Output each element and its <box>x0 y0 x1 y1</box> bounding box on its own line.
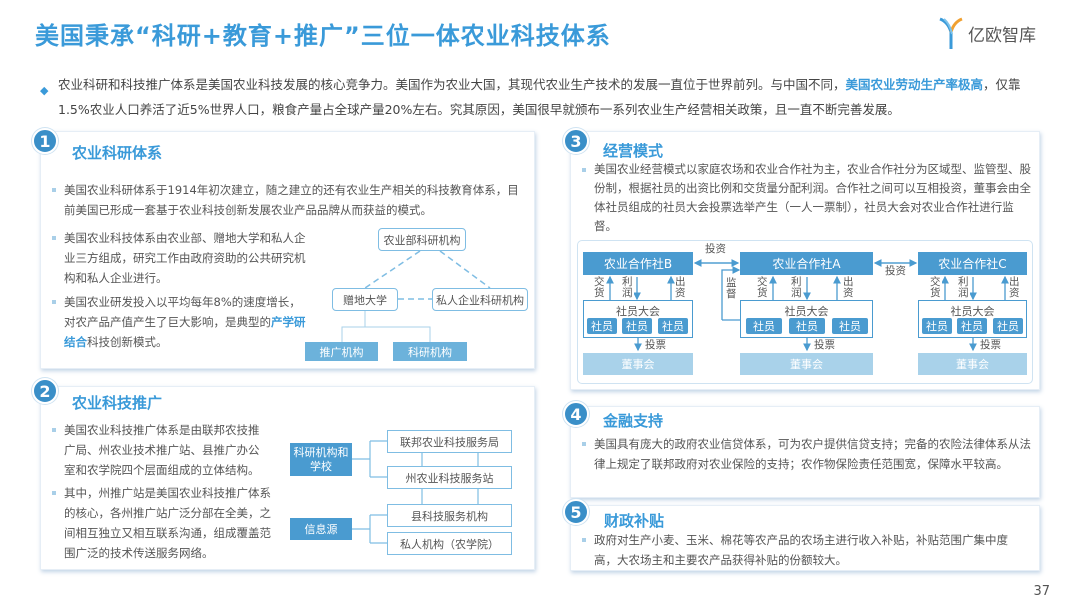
member: 社员 <box>587 318 617 334</box>
bullet: 美国农业经营模式以家庭农场和农业合作社为主，农业合作社分为区域型、监管型、股份制… <box>580 160 1035 236</box>
section-title: 农业科技推广 <box>72 394 163 412</box>
label-vote: 投票 <box>645 339 666 351</box>
bullet-text: 美国农业研发投入以平均每年8%的速度增长，对农产品产值产生了巨大影响，是典型的 <box>64 295 301 329</box>
node-info-source: 信息源 <box>290 518 352 540</box>
bullet: 其中，州推广站是美国农业科技推广体系的核心，各州推广站广泛分部在全美，之间相互独… <box>50 483 278 563</box>
label-deliver: 交货 <box>757 276 769 299</box>
section-title: 农业科研体系 <box>72 144 163 162</box>
assembly-label: 社员大会 <box>616 305 660 318</box>
node-extension: 推广机构 <box>305 342 378 361</box>
intro-text: 农业科研和科技推广体系是美国农业科技发展的核心竞争力。美国作为农业大国，其现代农… <box>58 77 846 92</box>
section-title: 经营模式 <box>603 142 664 160</box>
board-a: 董事会 <box>740 353 873 375</box>
label-profit: 利润 <box>958 276 970 299</box>
member: 社员 <box>789 318 825 334</box>
bullet: 美国农业科研体系于1914年初次建立，随之建立的还有农业生产相关的科技教育体系，… <box>50 180 530 220</box>
logo-icon <box>939 17 963 49</box>
section-title: 财政补贴 <box>604 512 665 530</box>
label-capital: 出资 <box>843 276 855 299</box>
node-land-grant-university: 赠地大学 <box>332 288 398 311</box>
section-number-badge: 3 <box>563 128 589 154</box>
member: 社员 <box>622 318 652 334</box>
member: 社员 <box>993 318 1023 334</box>
node-federal: 联邦农业科技服务局 <box>387 430 512 453</box>
section-title: 金融支持 <box>603 412 664 430</box>
intro-highlight: 美国农业劳动生产率极高 <box>845 77 984 92</box>
intro-paragraph: ◆ 农业科研和科技推广体系是美国农业科技发展的核心竞争力。美国作为农业大国，其现… <box>40 72 1050 122</box>
section-finance-panel <box>570 406 1040 498</box>
node-county: 县科技服务机构 <box>387 504 512 527</box>
label-profit: 利润 <box>622 276 634 299</box>
label-invest: 投资 <box>705 243 726 255</box>
node-state: 州农业科技服务站 <box>387 466 512 489</box>
assembly-label: 社员大会 <box>950 305 995 318</box>
board-b: 董事会 <box>583 353 693 375</box>
bullet: 美国农业科技推广体系是由联邦农技推广局、州农业技术推广站、县推广办公室和农学院四… <box>50 420 265 480</box>
logo-text: 亿欧智库 <box>968 25 1036 46</box>
page-title: 美国秉承“科研+教育+推广”三位一体农业科技体系 <box>35 22 611 50</box>
coop-a: 农业合作社A <box>740 252 873 275</box>
logo: 亿欧智库 <box>938 16 1036 50</box>
bullet: 政府对生产小麦、玉米、棉花等农产品的农场主进行收入补贴，补贴范围广集中度高，大农… <box>580 530 1025 570</box>
member: 社员 <box>746 318 782 334</box>
coop-c: 农业合作社C <box>918 252 1027 275</box>
coop-diagram <box>577 240 1033 384</box>
label-capital: 出资 <box>1009 276 1021 299</box>
assembly-label: 社员大会 <box>784 305 829 318</box>
node-private-research: 私人企业科研机构 <box>432 288 528 311</box>
label-deliver: 交货 <box>594 276 606 299</box>
section-number-badge: 5 <box>563 499 589 525</box>
section-number-badge: 2 <box>32 378 58 404</box>
bullet: 美国具有庞大的政府农业信贷体系，可为农户提供信贷支持；完备的农险法律体系从法律上… <box>580 434 1035 474</box>
member: 社员 <box>658 318 688 334</box>
bullet-highlight: 产学研结合 <box>64 315 306 349</box>
label-invest: 投资 <box>885 265 906 277</box>
node-research-schools: 科研机构和学校 <box>290 443 352 476</box>
diamond-bullet-icon: ◆ <box>40 84 49 97</box>
page-number: 37 <box>1033 584 1050 599</box>
label-capital: 出资 <box>675 276 687 299</box>
member: 社员 <box>922 318 952 334</box>
section-number-badge: 4 <box>563 401 589 427</box>
node-private: 私人机构（农学院） <box>387 532 512 555</box>
section-subsidy-panel <box>570 505 1040 571</box>
node-research-institute: 科研机构 <box>393 342 467 361</box>
label-supervise: 监督 <box>726 277 738 300</box>
bullet: 美国农业研发投入以平均每年8%的速度增长，对农产品产值产生了巨大影响，是典型的产… <box>50 292 312 352</box>
coop-b: 农业合作社B <box>583 252 693 275</box>
label-vote: 投票 <box>980 339 1001 351</box>
intro-text-2: ，仅靠1.5%农业人口养活了近5%世界人口，粮食产量占全球产量20%左右。究其原… <box>58 77 1021 117</box>
bullet: 美国农业科技体系由农业部、赠地大学和私人企业三方组成，研究工作由政府资助的公共研… <box>50 228 312 288</box>
label-vote: 投票 <box>814 339 835 351</box>
bullet-text: 科技创新模式。 <box>87 335 168 349</box>
node-usda-research: 农业部科研机构 <box>378 228 466 251</box>
member: 社员 <box>957 318 987 334</box>
board-c: 董事会 <box>918 353 1027 375</box>
label-profit: 利润 <box>791 276 803 299</box>
member: 社员 <box>832 318 868 334</box>
label-deliver: 交货 <box>930 276 942 299</box>
section-number-badge: 1 <box>32 128 58 154</box>
